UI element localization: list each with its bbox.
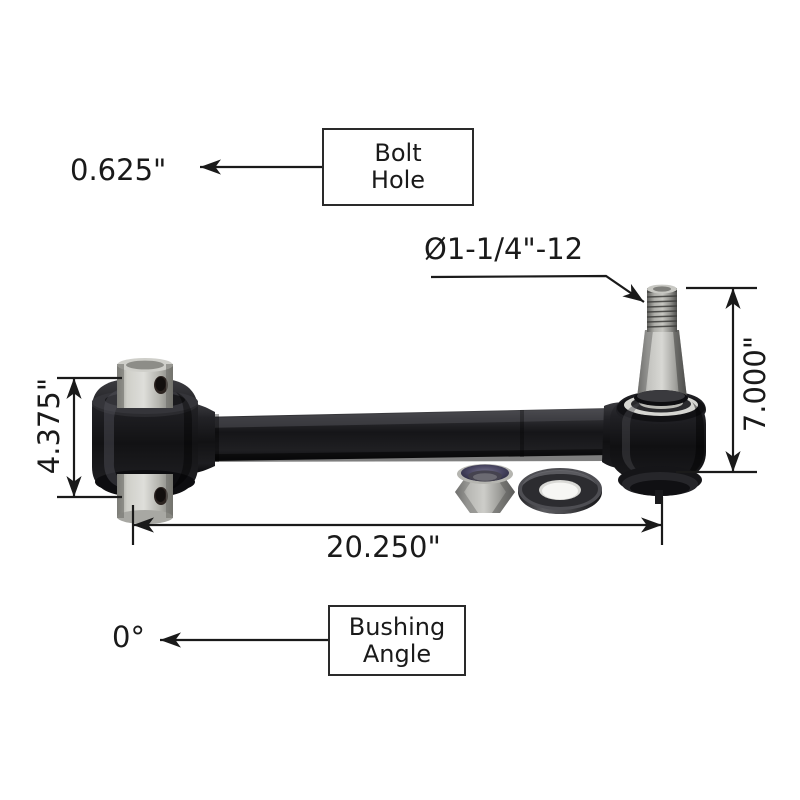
left-sleeve-top bbox=[117, 358, 173, 408]
center-length-dimension bbox=[131, 497, 664, 545]
right-socket bbox=[602, 391, 706, 504]
washer bbox=[518, 468, 602, 514]
dimension-bushing-height: 4.375" bbox=[32, 377, 66, 475]
dimension-bolt-hole-size: 0.625" bbox=[70, 153, 167, 187]
thread-callout-leader bbox=[430, 274, 645, 303]
dimension-thread-spec: Ø1-1/4"-12 bbox=[424, 232, 584, 266]
callout-bushing-angle-line2: Angle bbox=[362, 639, 432, 668]
dimension-overall-height: 7.000" bbox=[738, 335, 772, 433]
product-photo bbox=[92, 284, 706, 524]
callout-bushing-angle-line1: Bushing bbox=[348, 612, 446, 641]
callout-bolt-hole-line1: Bolt bbox=[374, 139, 422, 168]
dimension-center-length: 20.250" bbox=[326, 530, 441, 564]
left-sleeve-bottom bbox=[117, 474, 173, 524]
dimension-bushing-angle-value: 0° bbox=[112, 620, 145, 654]
overall-height-dimension bbox=[676, 286, 757, 474]
callout-bushing-angle[interactable]: Bushing Angle bbox=[328, 605, 466, 676]
bushing-height-dimension bbox=[57, 376, 122, 499]
taper-stud bbox=[634, 284, 688, 406]
left-bushing bbox=[92, 358, 215, 524]
dimension-lines bbox=[57, 159, 757, 648]
rod-bar bbox=[150, 408, 612, 462]
callout-bolt-hole-line2: Hole bbox=[370, 166, 426, 194]
lock-nut bbox=[455, 464, 515, 513]
callout-bolt-hole[interactable]: Bolt Hole bbox=[322, 128, 474, 206]
